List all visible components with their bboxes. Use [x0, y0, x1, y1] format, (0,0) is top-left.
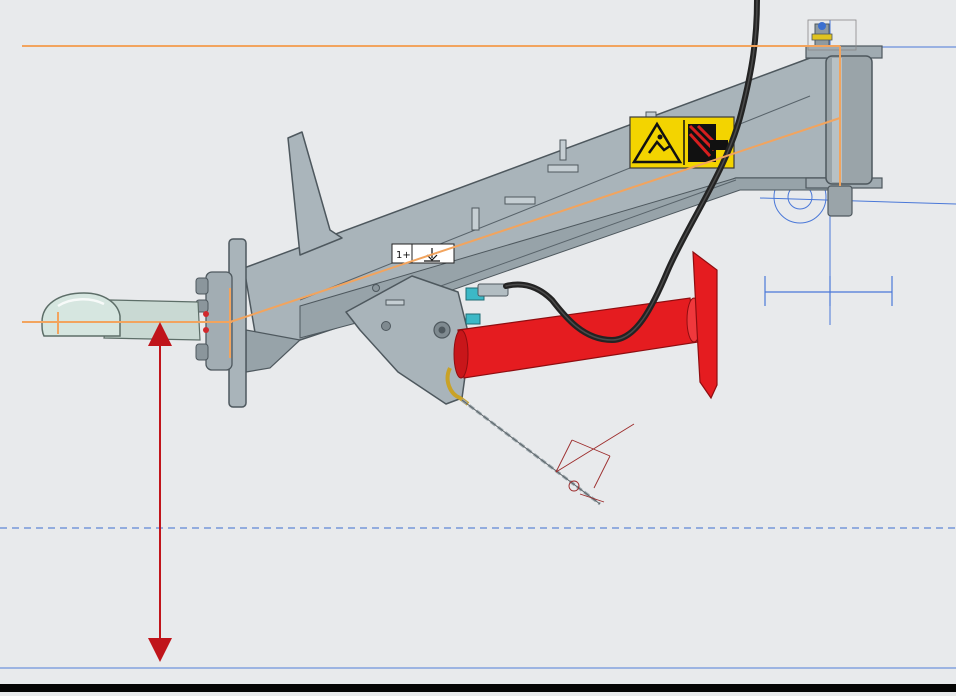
crush-hazard-icon — [631, 121, 683, 164]
jack-cylinder — [457, 297, 699, 379]
flange-bolts — [195, 277, 209, 361]
drawbar-centerline — [229, 117, 841, 323]
jack-position-label: 1+ — [391, 243, 455, 264]
horizontal-dimension — [764, 276, 893, 306]
chain-sketch — [555, 423, 635, 503]
stiffener-fin — [287, 131, 343, 256]
read-manual-icon — [688, 124, 728, 162]
dimension-arrow-up — [148, 322, 172, 346]
hydraulic-hoses — [503, 0, 760, 344]
jack-label-text: 1+ — [396, 250, 411, 261]
coupling-assembly[interactable] — [41, 238, 247, 408]
hydraulic-fitting — [465, 283, 509, 325]
sleeve-pin — [827, 185, 853, 217]
dimension-arrow-down — [148, 638, 172, 662]
frame-bolt — [372, 284, 380, 292]
coupling-height-dimension[interactable] — [148, 322, 172, 662]
reference-lines — [22, 45, 841, 358]
frame-slots — [385, 111, 657, 306]
bracket-small-hole — [381, 321, 391, 331]
warning-decal — [629, 116, 735, 169]
window-bottom-edge — [0, 684, 956, 692]
safety-chain — [445, 367, 635, 506]
jack-foot-plate — [692, 250, 718, 400]
hydraulic-jack[interactable] — [453, 250, 718, 400]
pivot-horizontal-axis — [759, 197, 956, 205]
chain-hook — [445, 367, 470, 406]
